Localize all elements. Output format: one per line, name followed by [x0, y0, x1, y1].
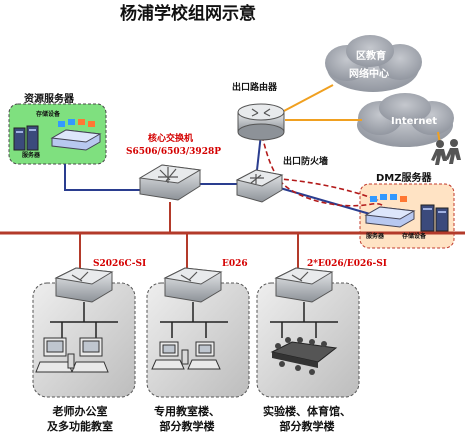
dmz-server-icon [420, 204, 449, 232]
dmz-storage-label: 存储设备 [402, 233, 427, 240]
area-label-3: 实验楼、体育馆、 部分教学楼 [263, 405, 351, 433]
resource-storage-icon [50, 119, 102, 151]
resource-storage-label: 存储设备 [36, 111, 61, 118]
internet-users-icon [431, 139, 461, 165]
dmz-server-label: 服务器 [366, 233, 385, 240]
edu-network-cloud [325, 35, 422, 92]
dmz-storage-icon [364, 194, 416, 228]
edu-cloud-label-1: 区教育 [356, 51, 386, 62]
lan-bus-1 [50, 302, 118, 338]
diagram-title: 杨浦学校组网示意 [120, 4, 256, 24]
core-switch-model: S6506/6503/3928P [126, 147, 221, 157]
dmz-label: DMZ服务器 [376, 173, 432, 184]
access-switch-2-icon [163, 267, 223, 303]
firewall-label: 出口防火墙 [283, 157, 329, 167]
core-switch-icon [138, 164, 202, 201]
access-switch-1-icon [54, 267, 114, 303]
link-router-to-edu [281, 84, 334, 113]
resource-server-icon [13, 125, 39, 151]
access-switch-1-model: S2026C-SI [93, 259, 147, 269]
firewall-icon [235, 169, 284, 203]
access-switch-3-model: 2*E026/E026-SI [307, 259, 387, 269]
resource-servers-label: 资源服务器 [24, 94, 74, 105]
area-label-1: 老师办公室 及多功能教室 [47, 405, 113, 433]
lan-bus-3 [270, 302, 338, 338]
lan-bus-2 [160, 302, 228, 338]
router-icon [237, 103, 285, 141]
resource-server-label: 服务器 [22, 152, 41, 159]
access-switch-3-icon [274, 267, 334, 303]
router-label: 出口路由器 [232, 83, 278, 93]
edu-cloud-label-2: 网络中心 [349, 69, 389, 80]
classroom-pcs-icon [151, 341, 221, 370]
core-switch-label: 核心交换机 [148, 134, 194, 144]
dmz-access-path [261, 135, 387, 223]
link-server-to-core [64, 164, 140, 191]
internet-cloud-label: Internet [391, 116, 438, 127]
lab-table-icon [270, 337, 338, 375]
internet-cloud [357, 93, 454, 147]
teacher-pcs-icon [35, 337, 109, 373]
area-label-2: 专用教室楼、 部分教学楼 [154, 405, 220, 433]
access-switch-2-model: E026 [222, 259, 248, 269]
